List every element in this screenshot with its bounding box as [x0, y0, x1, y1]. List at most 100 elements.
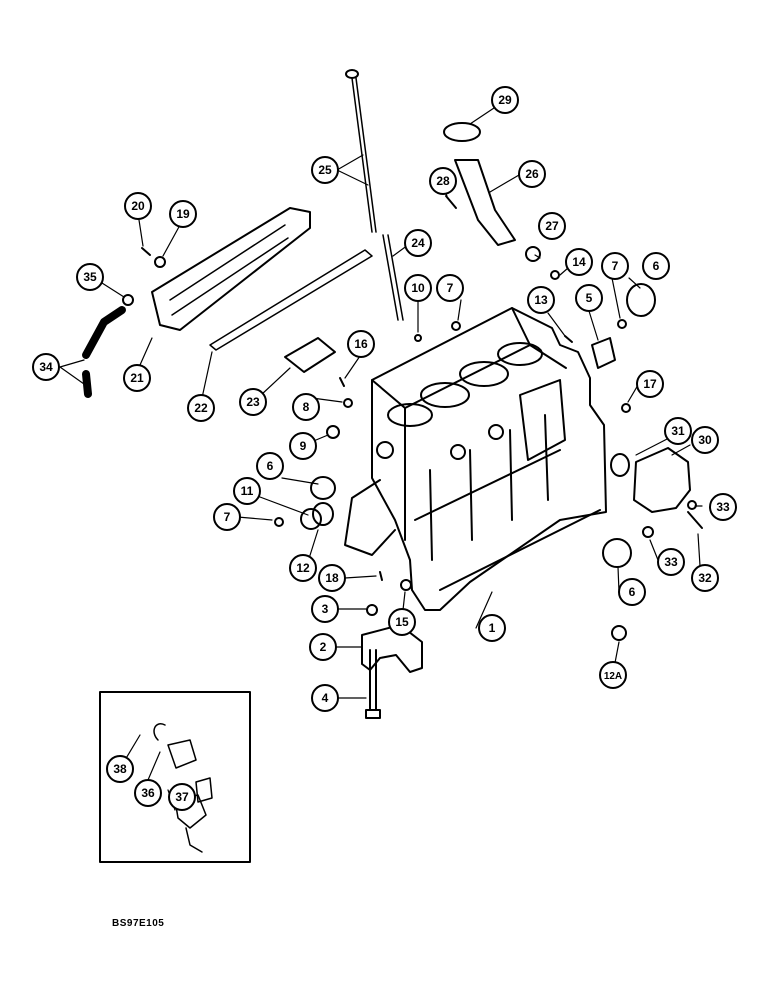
- callout-7-left: 7: [213, 503, 241, 531]
- svg-text:21: 21: [130, 371, 144, 385]
- filler-cap: [443, 122, 481, 142]
- cap-bolt: [365, 649, 381, 719]
- bolt-32: [687, 511, 703, 529]
- svg-text:6: 6: [653, 259, 660, 273]
- cover-plate: [284, 337, 336, 373]
- callout-14: 14: [565, 248, 593, 276]
- screw-20: [141, 247, 151, 256]
- svg-text:5: 5: [586, 291, 593, 305]
- plug-7-left: [274, 517, 284, 527]
- thermostat-housing: [633, 447, 691, 513]
- plug-8: [343, 398, 353, 408]
- callout-11: 11: [233, 477, 261, 505]
- callout-12: 12: [289, 554, 317, 582]
- cover-gasket: [209, 249, 373, 351]
- svg-text:6: 6: [629, 585, 636, 599]
- callout-13: 13: [527, 286, 555, 314]
- callout-6-top: 6: [642, 252, 670, 280]
- washer-33-right: [687, 500, 697, 510]
- seal-27: [525, 246, 541, 262]
- engine-block: [344, 307, 607, 611]
- callout-17: 17: [636, 370, 664, 398]
- seal-6-left: [310, 476, 336, 500]
- callout-8: 8: [292, 393, 320, 421]
- callout-22: 22: [187, 394, 215, 422]
- inset-frame: [99, 691, 251, 863]
- svg-text:26: 26: [525, 167, 539, 181]
- svg-text:18: 18: [325, 571, 339, 585]
- svg-text:23: 23: [246, 395, 260, 409]
- callout-24: 24: [404, 229, 432, 257]
- filler-tube: [454, 159, 516, 246]
- callout-10: 10: [404, 274, 432, 302]
- svg-text:31: 31: [671, 424, 685, 438]
- svg-text:33: 33: [716, 500, 730, 514]
- callout-29: 29: [491, 86, 519, 114]
- dowel-18: [379, 571, 383, 581]
- svg-text:29: 29: [498, 93, 512, 107]
- washer-33-left: [642, 526, 654, 538]
- callout-31: 31: [664, 417, 692, 445]
- nut-14: [550, 270, 560, 280]
- plug-9: [326, 425, 340, 439]
- callout-4: 4: [311, 684, 339, 712]
- svg-text:17: 17: [643, 377, 657, 391]
- callout-21: 21: [123, 364, 151, 392]
- seal-11: [300, 508, 322, 530]
- svg-text:20: 20: [131, 199, 145, 213]
- svg-text:14: 14: [572, 255, 586, 269]
- seal-6-top: [626, 283, 656, 317]
- callout-7-mid: 7: [436, 274, 464, 302]
- plug-17: [621, 403, 631, 413]
- breather-hose: [82, 306, 126, 359]
- svg-text:37: 37: [175, 790, 189, 804]
- callout-3: 3: [311, 595, 339, 623]
- svg-text:24: 24: [411, 236, 425, 250]
- svg-text:25: 25: [318, 163, 332, 177]
- plug-12a: [611, 625, 627, 641]
- svg-text:36: 36: [141, 786, 155, 800]
- svg-text:28: 28: [436, 174, 450, 188]
- svg-text:27: 27: [545, 219, 559, 233]
- svg-text:11: 11: [241, 484, 254, 498]
- svg-text:4: 4: [322, 691, 329, 705]
- callout-20: 20: [124, 192, 152, 220]
- artwork: [59, 69, 703, 863]
- callout-7-top: 7: [601, 252, 629, 280]
- svg-text:19: 19: [176, 207, 190, 221]
- grommet-19: [154, 256, 166, 268]
- breather-hose-end: [82, 370, 92, 398]
- callout-9: 9: [289, 432, 317, 460]
- callout-5: 5: [575, 284, 603, 312]
- callout-1: 1: [478, 614, 506, 642]
- callout-26: 26: [518, 160, 546, 188]
- seal-31: [610, 453, 630, 477]
- callout-27: 27: [538, 212, 566, 240]
- svg-text:12A: 12A: [604, 671, 622, 682]
- stud-13: [564, 335, 573, 343]
- svg-text:3: 3: [322, 602, 329, 616]
- callouts: 1 2 3 4 5 6 6 6 7 7 7 8 9 10 11 12 12A 1…: [32, 86, 737, 811]
- callout-2: 2: [309, 633, 337, 661]
- plug-7-mid: [451, 321, 461, 331]
- svg-text:13: 13: [534, 293, 548, 307]
- callout-28: 28: [429, 167, 457, 195]
- callout-33-right: 33: [709, 493, 737, 521]
- svg-text:32: 32: [698, 571, 712, 585]
- callout-30: 30: [691, 426, 719, 454]
- svg-text:8: 8: [303, 400, 310, 414]
- figure-code: BS97E105: [112, 918, 165, 929]
- plug-5: [591, 337, 616, 369]
- svg-text:10: 10: [411, 281, 425, 295]
- dipstick-tube: [382, 234, 404, 321]
- callout-32: 32: [691, 564, 719, 592]
- svg-text:7: 7: [224, 510, 231, 524]
- svg-text:9: 9: [300, 439, 307, 453]
- dowel: [366, 604, 378, 616]
- seal-12: [312, 502, 334, 526]
- svg-text:7: 7: [447, 281, 454, 295]
- svg-text:34: 34: [39, 360, 53, 374]
- tappet-cover: [151, 207, 311, 331]
